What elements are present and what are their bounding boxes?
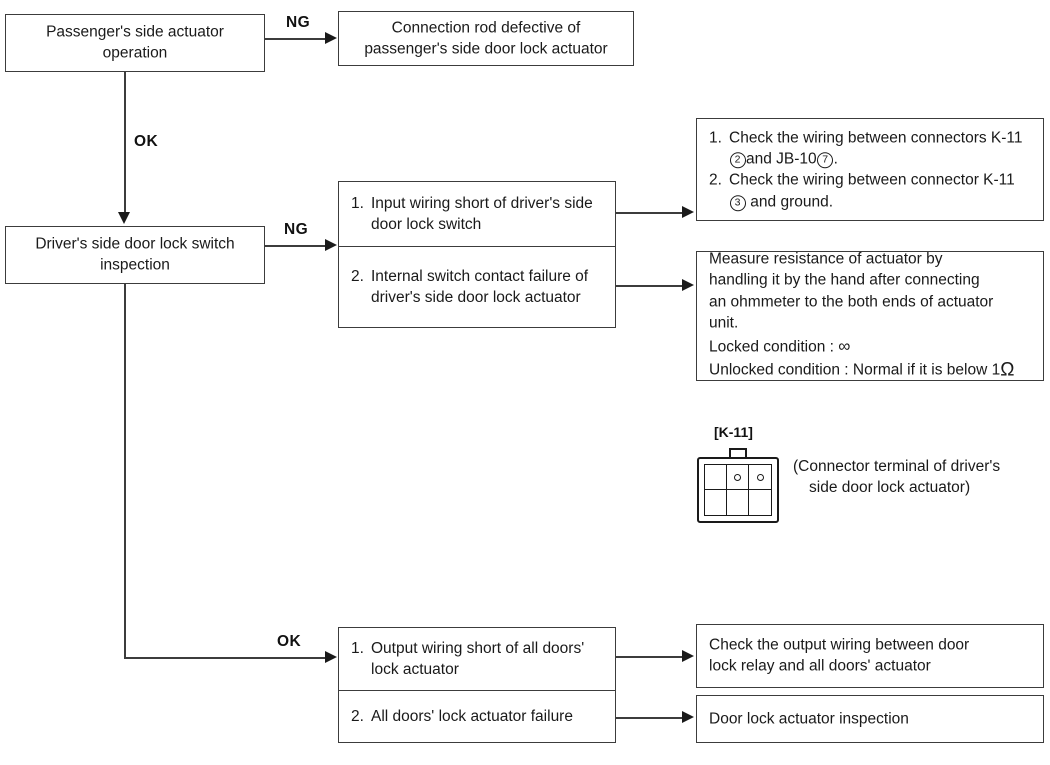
edge-ng1-to-check-wiring-arrowhead [682,206,694,218]
node-ng-causes[interactable]: 1. Input wiring short of driver's side do… [338,181,616,328]
text-line: Measure resistance of actuator by [709,250,943,268]
connector-cell-2 [727,465,749,490]
connector-latch-tab [729,448,747,458]
ng-cause-item-1[interactable]: 1. Input wiring short of driver's side do… [339,182,615,246]
list-text: All doors' lock actuator failure [371,707,573,725]
connector-pin-icon [756,473,764,481]
list-text: Check the wiring between connector K-11 3… [729,170,1029,213]
list-number: 1. [709,128,722,146]
connector-code-label: [K-11] [714,424,753,440]
node-measure-resistance-text: Measure resistance of actuator by handli… [697,248,1043,383]
text-line: (Connector terminal of driver's [793,458,1001,475]
edge-ng2-to-measure-arrowhead [682,279,694,291]
text-line: inspection [100,257,170,274]
list-number: 2. [351,707,364,725]
edge-ng2-to-measure-line [616,285,684,287]
list-number: 1. [351,639,364,657]
edge-ok1-to-check-output-arrowhead [682,650,694,662]
node-connection-rod-defective[interactable]: Connection rod defective of passenger's … [338,11,634,66]
text-line: handling it by the hand after connecting [709,271,980,289]
node-connection-rod-defective-text: Connection rod defective of passenger's … [339,17,633,60]
terminal-number-circle: 2 [729,152,746,169]
connector-caption: (Connector terminal of driver's side doo… [793,456,1043,499]
edge-ng-top-arrowhead [325,32,337,44]
text-line: side door lock actuator) [809,479,971,497]
edge-label-ng-mid: NG [284,221,309,238]
node-door-lock-actuator-inspection-text: Door lock actuator inspection [697,708,1043,729]
connector-cell-3 [749,465,771,490]
text-line: operation [102,45,168,62]
node-passenger-actuator-operation-text: Passenger's side actuator operation [6,22,264,65]
list-text: Output wiring short of all doors' lock a… [371,639,585,678]
connector-cell-5 [727,490,749,515]
edge-ok-top-line [124,72,126,214]
text-line: Driver's side door lock switch [35,235,235,253]
list-number: 2. [351,267,364,285]
edge-ok2-to-inspection-line [616,717,684,719]
edge-ng-mid-arrowhead [325,239,337,251]
connector-cell-4 [705,490,727,515]
check-wiring-item-1: 1. Check the wiring between connectors K-… [709,127,1033,170]
check-wiring-item-2: 2. Check the wiring between connector K-1… [709,170,1033,213]
edge-label-ok-top: OK [134,133,159,150]
terminal-number-circle: 7 [817,152,834,169]
connector-cell-1 [705,465,727,490]
node-check-wiring-text: 1. Check the wiring between connectors K-… [697,127,1043,213]
edge-label-ok-bottom: OK [277,633,302,650]
text-fragment: and JB-10 [746,150,817,168]
text-fragment: Check the wiring between connectors K-11 [729,128,1023,146]
text-line: passenger's side door lock actuator [364,40,608,58]
text-line: Connection rod defective of [391,19,581,37]
text-fragment: Check the wiring between connector K-11 [729,171,1015,189]
terminal-number-circle: 3 [729,194,746,211]
text-line: lock relay and all doors' actuator [709,658,931,675]
text-line: Passenger's side actuator [46,23,224,41]
edge-ng1-to-check-wiring-line [616,212,684,214]
list-text: Check the wiring between connectors K-11… [729,127,1029,170]
node-check-output-wiring-text: Check the output wiring between door loc… [697,635,1043,678]
list-text: Internal switch contact failure of drive… [371,267,589,306]
edge-ok-bottom-vline [124,284,126,658]
node-driver-switch-inspection[interactable]: Driver's side door lock switch inspectio… [5,226,265,284]
ohm-symbol: Ω [1000,359,1015,381]
edge-ng-mid-line [265,245,327,247]
edge-label-ng-top: NG [286,14,311,31]
edge-ok1-to-check-output-line [616,656,684,658]
node-check-wiring[interactable]: 1. Check the wiring between connectors K-… [696,118,1044,221]
text-line: Check the output wiring between door [709,636,970,654]
unlocked-condition-label: Unlocked condition : Normal if it is bel… [709,361,1001,379]
node-door-lock-actuator-inspection[interactable]: Door lock actuator inspection [696,695,1044,743]
list-number: 1. [351,194,364,212]
connector-pin-grid [704,464,772,516]
edge-ok-top-arrowhead [118,212,130,224]
edge-ok-bottom-hline [124,657,327,659]
text-fragment: . [833,150,838,168]
list-text: Input wiring short of driver's side door… [371,194,593,233]
node-ok-causes[interactable]: 1. Output wiring short of all doors' lock… [338,627,616,743]
connector-cell-6 [749,490,771,515]
ok-cause-item-1[interactable]: 1. Output wiring short of all doors' lock… [339,628,615,690]
edge-ok-bottom-arrowhead [325,651,337,663]
edge-ok2-to-inspection-arrowhead [682,711,694,723]
infinity-symbol: ∞ [838,335,850,355]
ok-cause-item-2[interactable]: 2. All doors' lock actuator failure [339,690,615,742]
node-check-output-wiring[interactable]: Check the output wiring between door loc… [696,624,1044,688]
list-number: 2. [709,171,722,189]
locked-condition-label: Locked condition : [709,337,839,355]
connector-pin-icon [734,473,741,481]
node-driver-switch-inspection-text: Driver's side door lock switch inspectio… [6,234,264,277]
connector-housing [697,457,779,523]
text-fragment: and ground. [746,192,834,210]
text-line: an ohmmeter to the both ends of actuator [709,293,994,311]
node-passenger-actuator-operation[interactable]: Passenger's side actuator operation [5,14,265,72]
node-measure-resistance[interactable]: Measure resistance of actuator by handli… [696,248,1044,383]
text-line: unit. [709,314,739,332]
connector-terminal-symbol [697,448,779,523]
text-line: Door lock actuator inspection [709,710,909,728]
ng-cause-item-2[interactable]: 2. Internal switch contact failure of dri… [339,246,615,327]
edge-ng-top-line [265,38,327,40]
